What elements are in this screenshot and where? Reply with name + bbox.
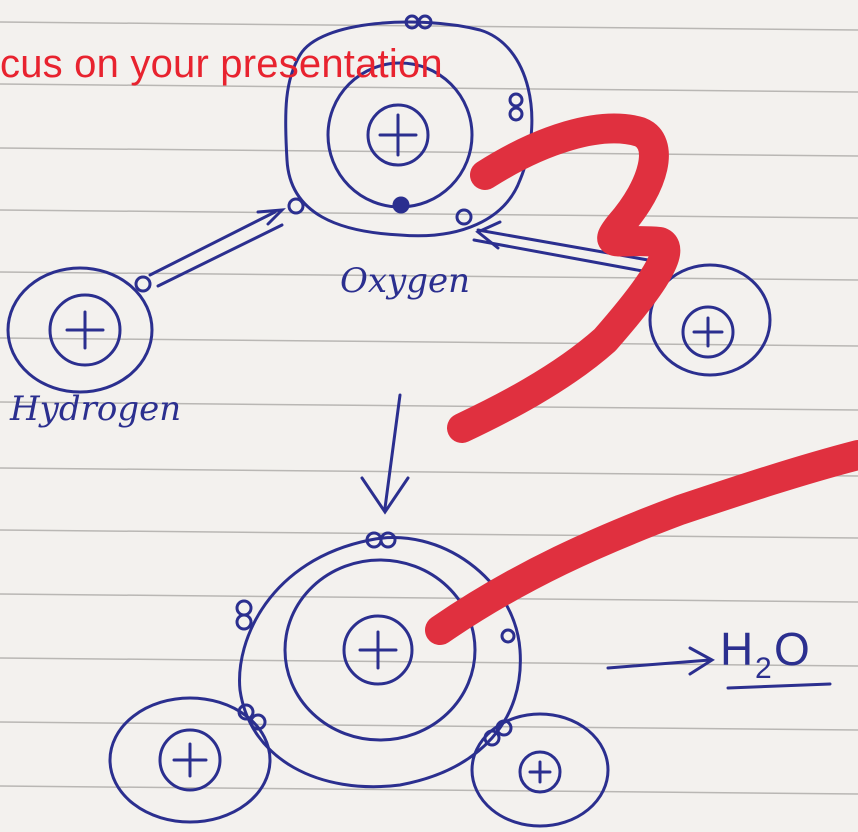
hydrogen-label: Hydrogen (9, 389, 181, 429)
water-molecule (108, 531, 610, 828)
formula-subscript: 2 (755, 652, 772, 685)
banner-text: cus on your presentation (0, 42, 443, 86)
oxygen-label: Oxygen (340, 261, 470, 301)
red-marker-three (447, 113, 681, 443)
product-arrow (606, 646, 832, 690)
ink-diagram (6, 14, 832, 828)
formula-o: O (774, 623, 810, 675)
oxygen-atom (284, 14, 534, 238)
bond-arrows (148, 208, 650, 288)
red-marker-line (425, 440, 858, 645)
formula-h: H (720, 623, 753, 675)
ruled-lines (0, 21, 858, 795)
reaction-arrow-down (360, 393, 410, 515)
hydrogen-atom-left (6, 266, 154, 394)
red-marker-strokes (425, 113, 858, 645)
